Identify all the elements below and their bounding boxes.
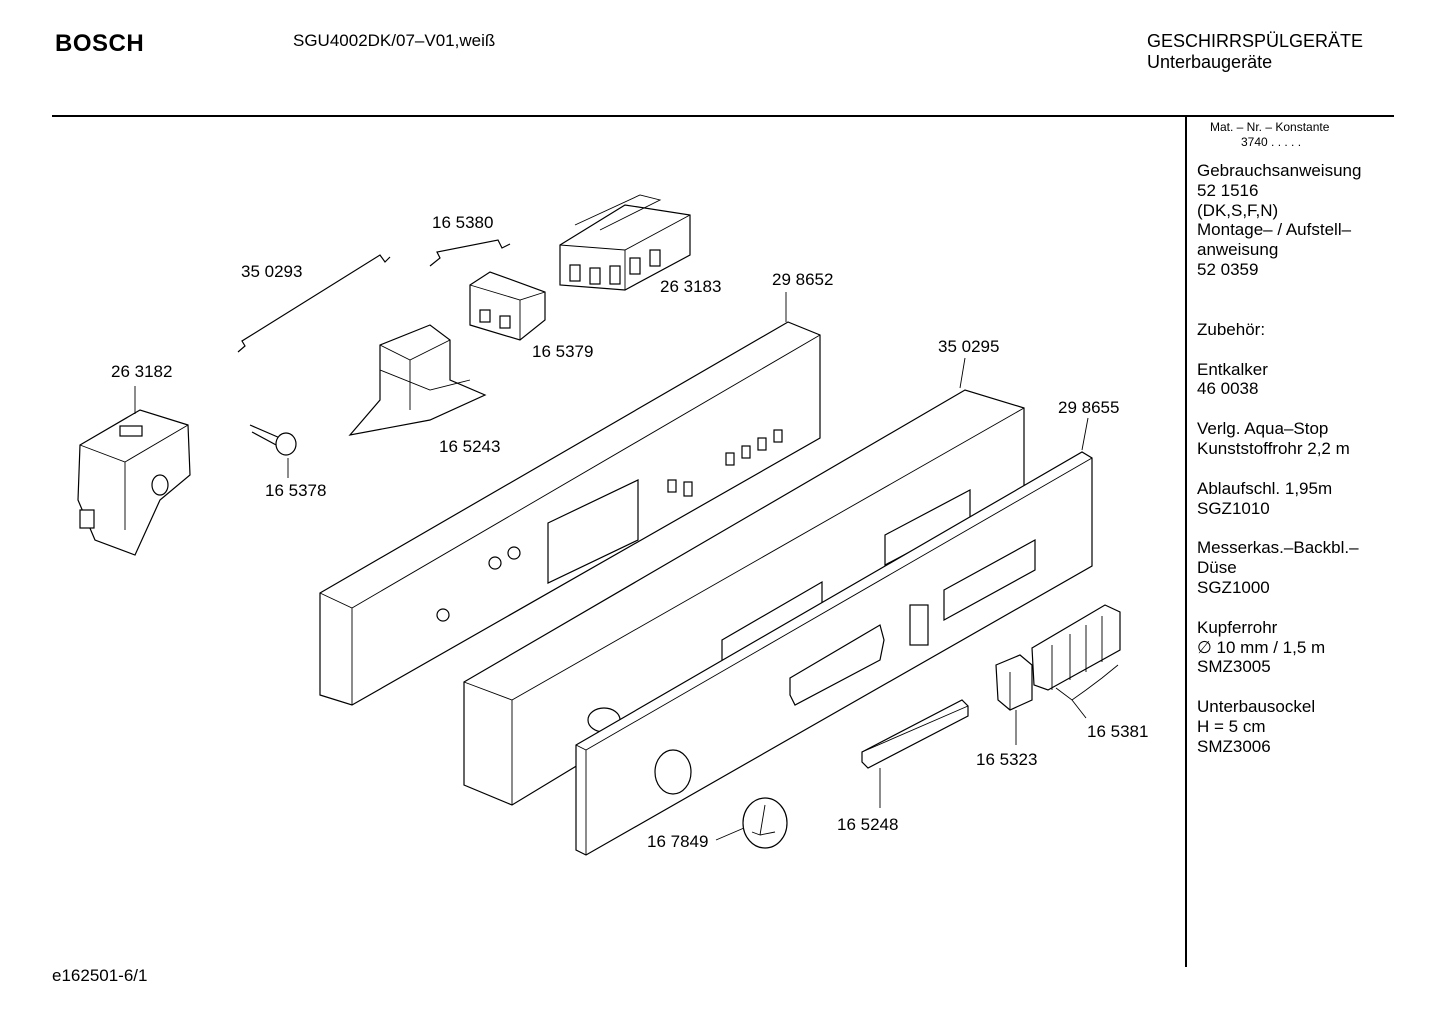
wire-part [429, 239, 511, 267]
accessory-line: Düse [1197, 558, 1237, 578]
accessory-group: Ablaufschl. 1,95m SGZ1010 [1197, 479, 1361, 519]
accessory-line: 52 1516 [1197, 180, 1259, 200]
accessory-group-manuals: Gebrauchsanweisung 52 1516 (DK,S,F,N) Mo… [1197, 161, 1361, 280]
accessory-line: 52 0359 [1197, 259, 1259, 279]
accessory-line: anweisung [1197, 240, 1279, 260]
leader-lines [134, 292, 1119, 841]
accessory-line: SGZ1010 [1197, 498, 1270, 518]
button-set-part [1031, 604, 1121, 691]
part-label: 16 5323 [976, 750, 1038, 769]
accessory-line: 46 0038 [1197, 379, 1259, 399]
part-label: 16 5248 [837, 815, 899, 834]
bracket-part [348, 324, 487, 436]
relay-module-part [469, 271, 546, 341]
indicator-lamp-part [249, 424, 297, 456]
model-number: SGU4002DK/07–V01,weiß [293, 31, 496, 50]
mat-konstante-label: Mat. – Nr. – Konstante [1210, 120, 1330, 134]
accessory-line: SGZ1000 [1197, 577, 1270, 597]
part-label: 16 5243 [439, 437, 501, 456]
mat-konstante-value: 3740 . . . . . [1241, 135, 1302, 149]
part-label: 16 7849 [647, 832, 709, 851]
accessory-group: Unterbausockel H = 5 cm SMZ3006 [1197, 697, 1361, 756]
part-label: 29 8652 [772, 270, 834, 289]
accessory-line: ∅ 10 mm / 1,5 m [1197, 637, 1326, 657]
switch-block-part [559, 194, 691, 291]
accessory-list: Gebrauchsanweisung 52 1516 (DK,S,F,N) Mo… [1197, 161, 1361, 777]
accessory-line: SMZ3005 [1197, 657, 1271, 677]
part-label: 26 3183 [660, 277, 722, 296]
part-label: 35 0293 [241, 262, 303, 281]
accessory-line: (DK,S,F,N) [1197, 200, 1279, 220]
front-cover-part [575, 451, 1093, 856]
part-label: 16 5378 [265, 481, 327, 500]
category-title: GESCHIRRSPÜLGERÄTE [1147, 31, 1364, 51]
part-label: 16 5379 [532, 342, 594, 361]
accessory-group-heading: Zubehör: [1197, 320, 1361, 340]
accessory-line: Kupferrohr [1197, 617, 1278, 637]
accessory-line: SMZ3006 [1197, 736, 1271, 756]
push-button-part [995, 654, 1033, 711]
part-label: 26 3182 [111, 362, 173, 381]
trim-strip-part [861, 699, 969, 769]
accessory-line: Unterbausockel [1197, 697, 1316, 717]
accessory-line: Verlg. Aqua–Stop [1197, 419, 1329, 439]
category-subtitle: Unterbaugeräte [1147, 52, 1273, 72]
header-divider [52, 115, 1394, 117]
brand-logo: BOSCH [55, 30, 145, 57]
part-label: 16 5380 [432, 213, 494, 232]
accessory-line: Montage– / Aufstell– [1197, 220, 1352, 240]
knob-part [742, 797, 788, 849]
accessory-group: Kupferrohr ∅ 10 mm / 1,5 m SMZ3005 [1197, 618, 1361, 677]
front-panel-part [463, 389, 1025, 806]
door-lock-part [77, 409, 191, 556]
accessory-line: H = 5 cm [1197, 716, 1266, 736]
accessory-group: Messerkas.–Backbl.– Düse SGZ1000 [1197, 538, 1361, 597]
accessory-group: Verlg. Aqua–Stop Kunststoffrohr 2,2 m [1197, 419, 1361, 459]
part-label: 16 5381 [1087, 722, 1149, 741]
accessory-line: Entkalker [1197, 359, 1268, 379]
part-label: 35 0295 [938, 337, 1000, 356]
accessory-line: Kunststoffrohr 2,2 m [1197, 438, 1350, 458]
accessory-heading: Zubehör: [1197, 319, 1266, 339]
accessory-group: Entkalker 46 0038 [1197, 360, 1361, 400]
wire-part [237, 254, 391, 353]
control-panel-carrier-part [319, 321, 821, 706]
accessory-line: Gebrauchsanweisung [1197, 161, 1362, 180]
accessory-line: Messerkas.–Backbl.– [1197, 538, 1359, 558]
sidebar-divider [1185, 116, 1187, 967]
part-label: 29 8655 [1058, 398, 1120, 417]
document-id: e162501-6/1 [52, 966, 148, 985]
accessory-line: Ablaufschl. 1,95m [1197, 478, 1333, 498]
